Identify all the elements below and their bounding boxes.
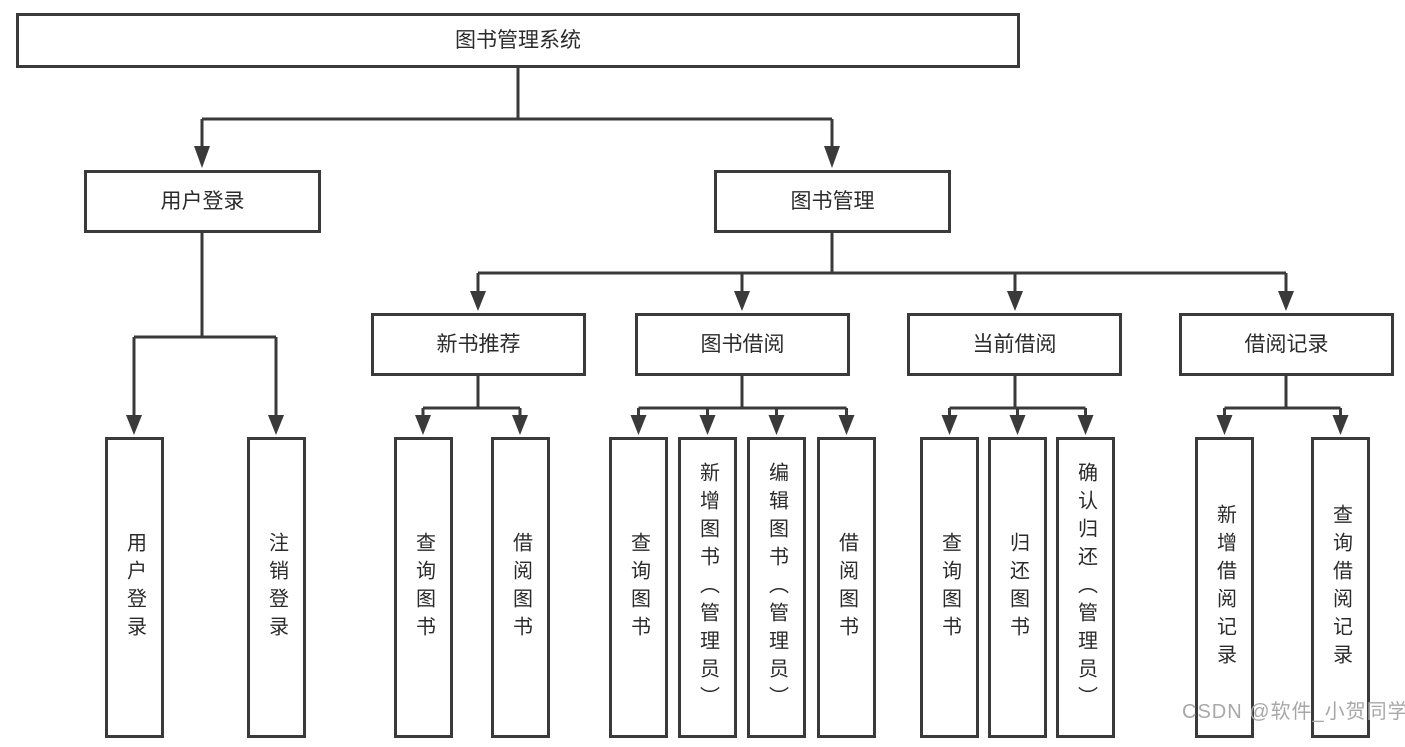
arrowhead-down bbox=[824, 146, 840, 168]
arrowhead-down bbox=[512, 415, 528, 435]
node-current-borrowing: 当前借阅 bbox=[907, 313, 1122, 376]
leaf-add-books-admin: 新增图书（管理员） bbox=[678, 437, 737, 738]
leaf-borrow-books: 借阅图书 bbox=[817, 437, 876, 738]
arrowhead-down bbox=[1332, 415, 1349, 435]
arrowhead-down bbox=[699, 415, 716, 435]
arrowhead-down bbox=[768, 415, 785, 435]
arrowhead-down bbox=[194, 146, 210, 168]
leaf-query-books-borrowing: 查询图书 bbox=[609, 437, 668, 738]
node-borrow-records: 借阅记录 bbox=[1179, 313, 1394, 376]
leaf-query-books-current: 查询图书 bbox=[920, 437, 979, 738]
arrowhead-down bbox=[126, 415, 142, 435]
arrowhead-down bbox=[1007, 291, 1023, 311]
leaf-add-borrow-record: 新增借阅记录 bbox=[1195, 437, 1254, 738]
leaf-edit-books-admin: 编辑图书（管理员） bbox=[747, 437, 806, 738]
arrowhead-down bbox=[415, 415, 431, 435]
node-book-borrowing: 图书借阅 bbox=[635, 313, 850, 376]
connector-lines bbox=[132, 68, 1342, 419]
arrowhead-down bbox=[470, 291, 486, 311]
arrowhead-down bbox=[1009, 415, 1026, 435]
leaf-user-login: 用户登录 bbox=[105, 437, 164, 738]
node-new-book-recommend: 新书推荐 bbox=[371, 313, 586, 376]
node-book-management: 图书管理 bbox=[714, 170, 951, 233]
leaf-query-books-recommend: 查询图书 bbox=[394, 437, 453, 738]
leaf-logout: 注销登录 bbox=[247, 437, 306, 738]
arrowhead-down bbox=[1077, 415, 1094, 435]
leaf-query-borrow-record: 查询借阅记录 bbox=[1311, 437, 1370, 738]
leaf-return-books: 归还图书 bbox=[988, 437, 1047, 738]
node-user-login: 用户登录 bbox=[84, 170, 321, 233]
arrowhead-down bbox=[734, 291, 750, 311]
arrowhead-down bbox=[1216, 415, 1233, 435]
csdn-watermark: CSDN @软件_小贺同学 bbox=[1182, 701, 1405, 723]
arrowhead-down bbox=[630, 415, 647, 435]
leaf-confirm-return-admin: 确认归还（管理员） bbox=[1056, 437, 1115, 738]
arrowhead-down bbox=[941, 415, 958, 435]
node-library-management-system: 图书管理系统 bbox=[16, 13, 1020, 68]
arrowhead-down bbox=[268, 415, 284, 435]
arrowhead-down bbox=[1278, 291, 1294, 311]
arrowhead-down bbox=[838, 415, 855, 435]
leaf-borrow-books-recommend: 借阅图书 bbox=[491, 437, 550, 738]
